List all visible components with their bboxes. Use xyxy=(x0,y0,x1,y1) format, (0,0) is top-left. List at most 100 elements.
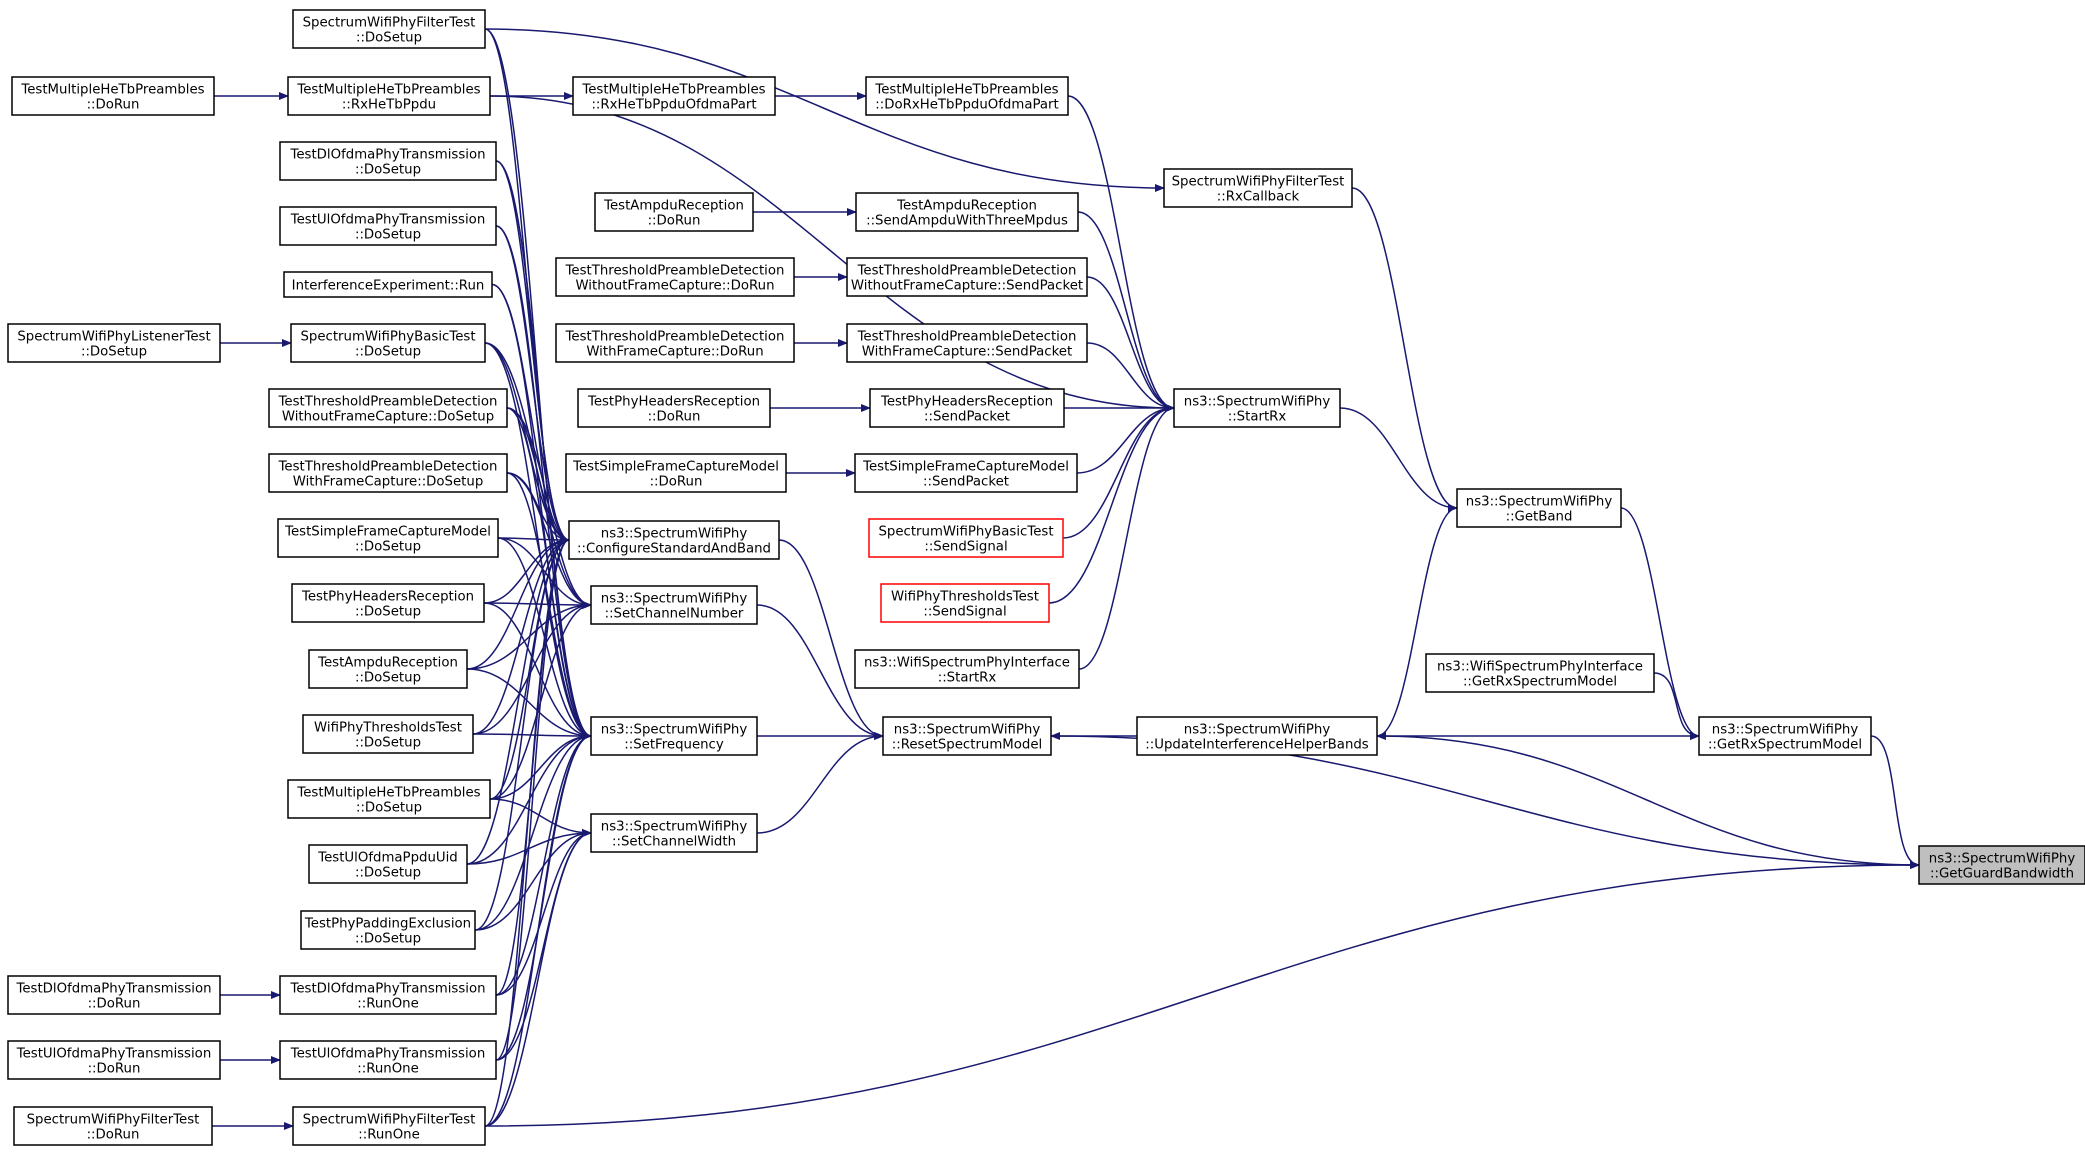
node-setchnum[interactable]: ns3::SpectrumWifiPhy::SetChannelNumber xyxy=(590,585,758,625)
edge-updint-to-root xyxy=(1376,735,1920,869)
node-label-line: ::SendPacket xyxy=(923,475,1009,490)
node-dl_dorun[interactable]: TestDlOfdmaPhyTransmission::DoRun xyxy=(7,975,221,1015)
node-ul_dorun[interactable]: TestUlOfdmaPhyTransmission::DoRun xyxy=(7,1040,221,1080)
node-label-line: ::SendSignal xyxy=(924,540,1007,555)
edge-setchnum-to-reset xyxy=(756,604,884,740)
node-box xyxy=(1918,845,2085,885)
node-box xyxy=(279,1040,497,1080)
node-listener_dosetup[interactable]: SpectrumWifiPhyListenerTest::DoSetup xyxy=(7,323,221,363)
node-wspi_startrx[interactable]: ns3::WifiSpectrumPhyInterface::StartRx xyxy=(854,649,1080,689)
node-interf_run[interactable]: InterferenceExperiment::Run xyxy=(283,271,493,298)
node-sfc_dosetup[interactable]: TestSimpleFrameCaptureModel::DoSetup xyxy=(277,518,499,558)
node-sfc_send[interactable]: TestSimpleFrameCaptureModel::SendPacket xyxy=(854,453,1078,493)
node-filter_dorun[interactable]: SpectrumWifiPhyFilterTest::DoRun xyxy=(13,1106,213,1146)
edges xyxy=(211,28,1920,1130)
node-box xyxy=(7,323,221,363)
node-tpd_w_dosetup[interactable]: TestThresholdPreambleDetectionWithFrameC… xyxy=(268,453,508,493)
node-label-line: ::DoSetup xyxy=(355,540,421,555)
node-mhe_dorun[interactable]: TestMultipleHeTbPreambles::DoRun xyxy=(11,76,215,116)
node-label-line: ::ConfigureStandardAndBand xyxy=(577,542,771,557)
node-dl_runone[interactable]: TestDlOfdmaPhyTransmission::RunOne xyxy=(279,975,497,1015)
node-tpd_wo_send[interactable]: TestThresholdPreambleDetectionWithoutFra… xyxy=(846,257,1088,297)
node-box xyxy=(565,453,787,493)
node-box xyxy=(290,323,486,363)
node-box xyxy=(865,76,1069,116)
node-label-line: SpectrumWifiPhyFilterTest xyxy=(27,1113,200,1128)
node-pad_dosetup[interactable]: TestPhyPaddingExclusion::DoSetup xyxy=(300,910,476,950)
node-label-line: TestSimpleFrameCaptureModel xyxy=(284,525,491,540)
node-box xyxy=(300,910,476,950)
node-box xyxy=(572,76,776,116)
node-label-line: ns3::SpectrumWifiPhy xyxy=(601,723,748,738)
edge-ulppdu_dosetup-to-setchw xyxy=(466,829,592,865)
node-setfreq[interactable]: ns3::SpectrumWifiPhy::SetFrequency xyxy=(590,716,758,756)
edge-startrx-to-getband xyxy=(1339,407,1458,512)
node-label-line: ::StartRx xyxy=(1228,410,1287,425)
node-mhe_ofdmapart[interactable]: TestMultipleHeTbPreambles::RxHeTbPpduOfd… xyxy=(572,76,776,116)
node-basic_sendsig[interactable]: SpectrumWifiPhyBasicTest::SendSignal xyxy=(868,518,1064,558)
node-phh_send[interactable]: TestPhyHeadersReception::SendPacket xyxy=(869,388,1065,428)
node-label-line: TestPhyHeadersReception xyxy=(301,590,474,605)
node-box xyxy=(277,518,499,558)
node-mhe_dosetup[interactable]: TestMultipleHeTbPreambles::DoSetup xyxy=(287,779,491,819)
node-label-line: WifiPhyThresholdsTest xyxy=(314,721,462,736)
node-setchw[interactable]: ns3::SpectrumWifiPhy::SetChannelWidth xyxy=(590,813,758,853)
node-filter_dosetup[interactable]: SpectrumWifiPhyFilterTest::DoSetup xyxy=(292,9,486,49)
node-label-line: ::GetRxSpectrumModel xyxy=(1708,738,1862,753)
node-ul_dosetup[interactable]: TestUlOfdmaPhyTransmission::DoSetup xyxy=(279,206,497,246)
node-label-line: ::DoSetup xyxy=(356,31,422,46)
node-label-line: ::DoRun xyxy=(87,98,140,113)
node-updint[interactable]: ns3::SpectrumWifiPhy::UpdateInterference… xyxy=(1136,716,1378,756)
node-ampdu_dosetup[interactable]: TestAmpduReception::DoSetup xyxy=(308,649,468,689)
node-startrx[interactable]: ns3::SpectrumWifiPhy::StartRx xyxy=(1173,388,1341,428)
node-label-line: ::GetRxSpectrumModel xyxy=(1463,675,1617,690)
node-configstd[interactable]: ns3::SpectrumWifiPhy::ConfigureStandardA… xyxy=(568,520,780,560)
node-phh_dosetup[interactable]: TestPhyHeadersReception::DoSetup xyxy=(291,583,485,623)
node-label-line: ::DoSetup xyxy=(355,671,421,686)
node-ulppdu_dosetup[interactable]: TestUlOfdmaPpduUid::DoSetup xyxy=(308,844,468,884)
node-label-line: TestAmpduReception xyxy=(603,199,744,214)
node-label-line: ::DoSetup xyxy=(355,605,421,620)
edge-ampdu_dosetup-to-setfreq xyxy=(466,668,592,740)
node-filter_runone[interactable]: SpectrumWifiPhyFilterTest::RunOne xyxy=(292,1106,486,1146)
node-basic_dosetup[interactable]: SpectrumWifiPhyBasicTest::DoSetup xyxy=(290,323,486,363)
node-domehe_ofdma[interactable]: TestMultipleHeTbPreambles::DoRxHeTbPpduO… xyxy=(865,76,1069,116)
node-label-line: SpectrumWifiPhyListenerTest xyxy=(17,330,210,345)
node-getrx[interactable]: ns3::SpectrumWifiPhy::GetRxSpectrumModel xyxy=(1698,716,1872,756)
node-phh_dorun[interactable]: TestPhyHeadersReception::DoRun xyxy=(577,388,771,428)
node-ampdu_dorun[interactable]: TestAmpduReception::DoRun xyxy=(594,192,754,232)
node-thr_dosetup[interactable]: WifiPhyThresholdsTest::DoSetup xyxy=(302,714,474,754)
node-getband[interactable]: ns3::SpectrumWifiPhy::GetBand xyxy=(1456,488,1622,528)
node-label-line: TestPhyHeadersReception xyxy=(880,395,1053,410)
node-thr_sendsig[interactable]: WifiPhyThresholdsTest::SendSignal xyxy=(880,583,1050,623)
node-label-line: ::DoRun xyxy=(88,997,141,1012)
node-ul_runone[interactable]: TestUlOfdmaPhyTransmission::RunOne xyxy=(279,1040,497,1080)
node-tpd_wo_dosetup[interactable]: TestThresholdPreambleDetectionWithoutFra… xyxy=(268,388,508,428)
node-ampdu_send[interactable]: TestAmpduReception::SendAmpduWithThreeMp… xyxy=(855,192,1079,232)
node-reset[interactable]: ns3::SpectrumWifiPhy::ResetSpectrumModel xyxy=(882,716,1052,756)
node-box xyxy=(279,975,497,1015)
node-label-line: ::RunOne xyxy=(358,1128,420,1143)
node-label-line: TestMultipleHeTbPreambles xyxy=(874,83,1058,98)
node-tpd_wo_dorun[interactable]: TestThresholdPreambleDetectionWithoutFra… xyxy=(555,257,795,297)
node-label-line: ::GetBand xyxy=(1506,510,1573,525)
node-label-line: ::DoSetup xyxy=(356,801,422,816)
edge-tpd_wo_send-to-startrx xyxy=(1086,276,1175,412)
node-box xyxy=(7,975,221,1015)
node-filter_rxcb[interactable]: SpectrumWifiPhyFilterTest::RxCallback xyxy=(1163,168,1353,208)
node-mhe_rxppdu[interactable]: TestMultipleHeTbPreambles::RxHeTbPpdu xyxy=(287,76,491,116)
node-label-line: TestUlOfdmaPhyTransmission xyxy=(290,213,486,228)
node-root[interactable]: ns3::SpectrumWifiPhy::GetGuardBandwidth xyxy=(1918,845,2085,885)
node-wspi_getrx[interactable]: ns3::WifiSpectrumPhyInterface::GetRxSpec… xyxy=(1425,653,1655,693)
node-box xyxy=(846,257,1088,297)
node-tpd_w_send[interactable]: TestThresholdPreambleDetectionWithFrameC… xyxy=(846,323,1088,363)
node-label-line: ::SendSignal xyxy=(923,605,1006,620)
node-tpd_w_dorun[interactable]: TestThresholdPreambleDetectionWithFrameC… xyxy=(555,323,795,363)
node-dl_dosetup[interactable]: TestDlOfdmaPhyTransmission::DoSetup xyxy=(279,141,497,181)
node-sfc_dorun[interactable]: TestSimpleFrameCaptureModel::DoRun xyxy=(565,453,787,493)
node-label-line: ns3::SpectrumWifiPhy xyxy=(601,592,748,607)
edge-tpd_w_send-to-startrx xyxy=(1086,342,1175,412)
node-label-line: TestThresholdPreambleDetection xyxy=(278,460,498,475)
edge-thr_sendsig-to-startrx xyxy=(1048,404,1175,604)
